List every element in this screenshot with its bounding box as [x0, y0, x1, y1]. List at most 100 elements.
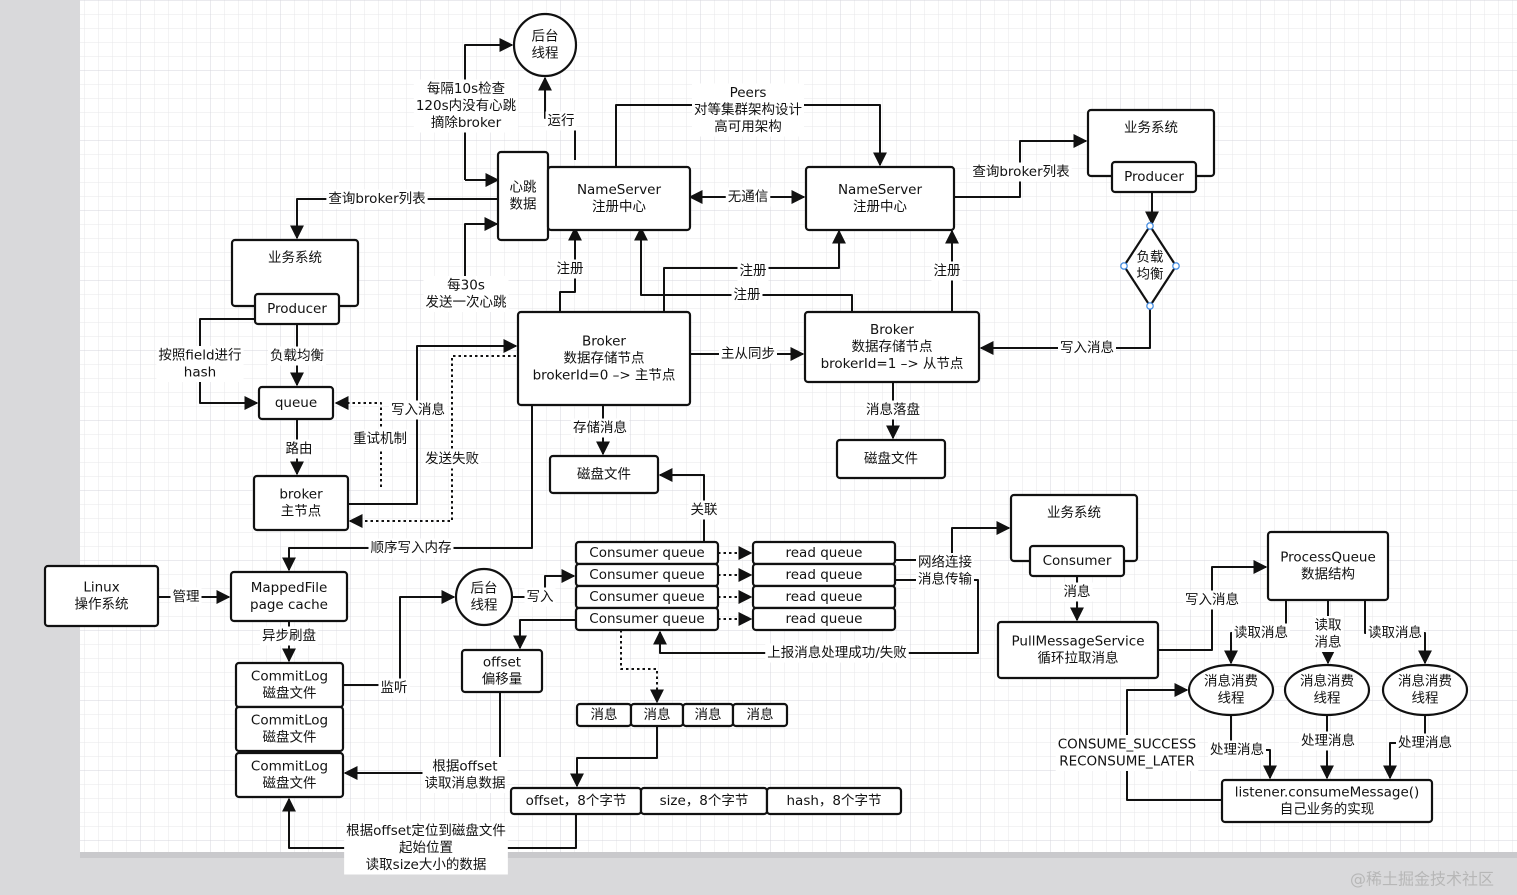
edge-label-lbl-proc1: 处理消息	[1208, 740, 1266, 760]
node-shape	[460, 648, 544, 694]
edge-label-bg	[1312, 616, 1344, 652]
handle-dot	[1146, 222, 1154, 230]
edge-label-bg	[692, 83, 804, 137]
node-field-size: size，8个字节	[639, 786, 769, 816]
node-commitlog1-line-2: 磁盘文件	[263, 685, 317, 702]
edge-label-bg	[931, 261, 963, 281]
node-broker-master-line-1: Broker	[582, 334, 626, 350]
node-msg3: 消息	[681, 702, 735, 728]
edge-label-lbl-write-pq: 写入消息	[1183, 590, 1241, 610]
edge-label-bg	[260, 626, 318, 646]
connector-24	[658, 468, 705, 542]
edge-label-bg	[1058, 338, 1116, 358]
connector-22	[334, 396, 382, 487]
node-msg2: 消息	[629, 702, 685, 728]
node-heartbeat-line-1: 心跳	[510, 180, 538, 196]
node-msg4: 消息	[731, 702, 789, 728]
node-shape	[1028, 544, 1126, 578]
node-cq4: Consumer queue	[574, 606, 720, 632]
edge-label-line-1: 读取消息	[1234, 624, 1288, 641]
edge-label-bg	[545, 111, 577, 131]
edge-label-line-2: hash	[184, 365, 216, 381]
node-cq4-line-1: Consumer queue	[589, 611, 704, 627]
edge-label-line-2: 消息	[1315, 634, 1342, 651]
edge-label-lbl-seqwrite: 顺序写入内存	[368, 538, 454, 558]
watermark: @稀土掘金技术社区	[1350, 870, 1494, 889]
edge-label-line-1: 重试机制	[353, 431, 407, 447]
edge-label-line-2: 发送一次心跳	[426, 295, 507, 311]
node-cq3: Consumer queue	[574, 584, 720, 610]
node-shape	[731, 702, 789, 728]
node-disk-slave: 磁盘文件	[835, 438, 947, 480]
edge-label-line-1: 监听	[381, 680, 408, 696]
node-broker-main-line-1: broker	[279, 487, 323, 503]
edge-label-bg	[1232, 623, 1290, 643]
node-shape	[253, 292, 341, 326]
node-rq3-line-1: read queue	[786, 589, 863, 605]
edge-label-line-1: 关联	[691, 502, 719, 518]
edge-label-bg	[326, 189, 428, 209]
connector-1	[464, 38, 514, 180]
edge-label-lbl-run: 运行	[545, 111, 577, 131]
edge-label-line-1: 存储消息	[573, 419, 627, 436]
node-shape	[454, 567, 514, 627]
edge-label-lbl-reg2: 注册	[737, 261, 769, 281]
node-ct3-line-2: 线程	[1412, 691, 1439, 707]
edge-label-line-3: 高可用架构	[714, 118, 782, 135]
edge-label-bg	[423, 276, 509, 312]
node-rq1: read queue	[751, 540, 897, 566]
node-broker-master-line-3: brokerId=0 –> 主节点	[533, 368, 676, 384]
node-msg3-line-1: 消息	[695, 706, 722, 723]
node-shape	[252, 474, 350, 532]
edge-label-line-1: 注册	[734, 287, 761, 303]
edge-label-line-2: 起始位置	[399, 840, 453, 856]
edge-label-line-1: 运行	[548, 113, 575, 129]
node-broker-master-line-2: 数据存储节点	[564, 351, 645, 367]
node-disk-master-line-1: 磁盘文件	[577, 466, 631, 483]
node-listener: listener.consumeMessage()自己业务的实现	[1220, 778, 1434, 824]
edge-label-line-1: 管理	[173, 589, 200, 605]
edge-label-line-1: 负载均衡	[270, 348, 324, 364]
node-field-hash: hash，8个字节	[765, 786, 903, 816]
edge-label-line-1: 无通信	[728, 189, 769, 205]
node-process-queue-line-1: ProcessQueue	[1280, 550, 1376, 566]
node-queue: queue	[257, 385, 335, 421]
edge-label-line-2: 消息传输	[918, 571, 972, 588]
edge-label-line-1: 注册	[934, 263, 961, 279]
node-shape	[1283, 663, 1371, 717]
edge-label-bg	[1055, 735, 1199, 771]
node-producer-l: Producer	[253, 292, 341, 326]
node-msg1-line-1: 消息	[591, 706, 618, 723]
node-shape	[835, 438, 947, 480]
edge-label-bg	[1396, 733, 1454, 753]
node-bg-thread-mid-line-1: 后台	[471, 581, 498, 597]
edge-label-lbl-reg3: 注册	[731, 285, 763, 305]
node-commitlog2-line-2: 磁盘文件	[263, 729, 317, 746]
node-broker-main-line-2: 主节点	[281, 504, 322, 520]
edge-label-line-1: 写入消息	[1185, 591, 1239, 608]
node-shape	[516, 310, 692, 407]
edge-label-lbl-store: 存储消息	[571, 418, 629, 438]
node-ct2-line-1: 消息消费	[1300, 673, 1354, 690]
handle-dot	[1172, 262, 1180, 270]
node-rq1-line-1: read queue	[786, 545, 863, 561]
edge-label-line-2: 120s内没有心跳	[416, 98, 517, 114]
node-queue-line-1: queue	[275, 395, 317, 411]
edge-label-line-1: 注册	[557, 261, 584, 277]
edge-label-line-1: 根据offset	[432, 759, 497, 775]
node-consumer: Consumer	[1028, 544, 1126, 578]
handle-dot	[1120, 262, 1128, 270]
node-listener-line-2: 自己业务的实现	[1280, 802, 1375, 818]
node-disk-slave-line-1: 磁盘文件	[864, 450, 918, 467]
edge-label-line-1: 读取	[1315, 618, 1343, 634]
